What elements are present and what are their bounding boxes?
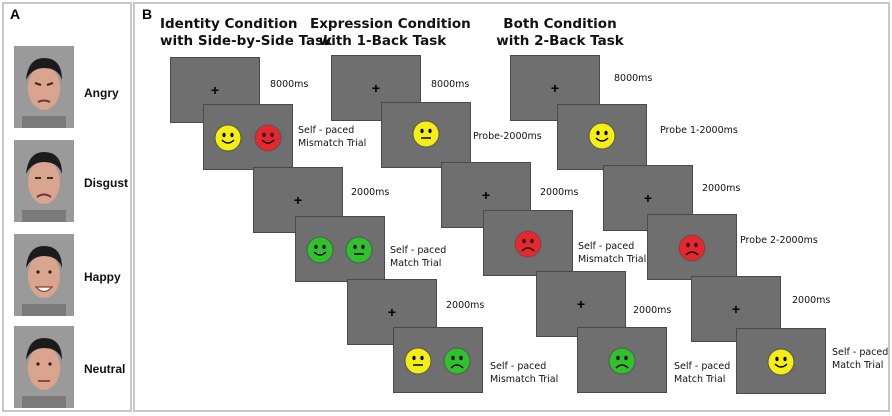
panel-a: A Angry Disgust Happy Neutral <box>2 2 132 412</box>
identity-trial-2-line2: Match Trial <box>390 258 442 269</box>
both-stimulus-screen <box>736 328 826 394</box>
identity-duration-3: 2000ms <box>446 300 485 311</box>
expression-title-line1: Expression Condition <box>310 16 471 32</box>
identity-title-line1: Identity Condition <box>160 16 298 32</box>
identity-column-title: Identity Condition with Side-by-Side Tas… <box>160 16 333 50</box>
panel-a-letter: A <box>10 6 21 22</box>
expression-trial-1-line2: Mismatch Trial <box>578 254 647 265</box>
happy-face-yellow-icon <box>588 122 616 150</box>
expression-probe-screen <box>381 102 471 168</box>
expression-title-line2: with 1-Back Task <box>318 33 447 49</box>
face-photo-angry <box>14 46 74 128</box>
identity-trial-3-line1: Self - paced <box>490 361 547 372</box>
identity-trial-3-line2: Mismatch Trial <box>490 374 559 385</box>
expression-trial-2-line1: Self - paced <box>674 361 731 372</box>
face-photo-neutral <box>14 326 74 408</box>
expression-trial-label-1: Self - paced Mismatch Trial <box>578 240 646 266</box>
fixation-cross: + <box>371 80 381 96</box>
happy-face-green-icon <box>306 236 334 264</box>
identity-trial-1-line1: Self - paced <box>298 125 355 136</box>
both-duration-1: 8000ms <box>614 73 653 84</box>
happy-face-yellow-icon <box>767 348 795 376</box>
both-trial-line1: Self - paced <box>832 347 889 358</box>
both-probe1-screen <box>557 104 647 170</box>
both-trial-label: Self - paced Match Trial <box>832 346 888 372</box>
both-probe1-label: Probe 1-2000ms <box>660 125 738 136</box>
identity-trial-label-2: Self - paced Match Trial <box>390 244 446 270</box>
identity-trial-label-3: Self - paced Mismatch Trial <box>490 360 558 386</box>
happy-face-red-icon <box>254 124 282 152</box>
neutral-face-yellow-icon <box>404 347 432 375</box>
both-duration-2: 2000ms <box>702 183 741 194</box>
sad-face-green-icon <box>443 347 471 375</box>
expression-trial-2-line2: Match Trial <box>674 374 726 385</box>
emotion-label-disgust: Disgust <box>84 176 129 190</box>
fixation-cross: + <box>293 192 303 208</box>
both-trial-line2: Match Trial <box>832 360 884 371</box>
face-photo-happy <box>14 234 74 316</box>
neutral-face-green-icon <box>345 236 373 264</box>
sad-face-red-icon <box>678 234 706 262</box>
identity-duration-1: 8000ms <box>270 79 309 90</box>
neutral-face-yellow-icon <box>412 120 440 148</box>
fixation-cross: + <box>210 82 220 98</box>
identity-duration-2: 2000ms <box>351 187 390 198</box>
expression-trial-label-2: Self - paced Match Trial <box>674 360 730 386</box>
both-fixation-screen-1: + <box>510 55 600 121</box>
emotion-label-angry: Angry <box>84 86 119 100</box>
identity-title-line2: with Side-by-Side Task <box>160 33 333 49</box>
identity-trial-2-line1: Self - paced <box>390 245 447 256</box>
fixation-cross: + <box>576 296 586 312</box>
both-duration-3: 2000ms <box>792 295 831 306</box>
fixation-cross: + <box>387 304 397 320</box>
expression-stimulus-screen-2 <box>577 327 667 393</box>
panel-b-letter: B <box>142 6 153 22</box>
both-title-line1: Both Condition <box>503 16 617 32</box>
identity-stimulus-screen-3 <box>393 327 483 393</box>
expression-duration-2: 2000ms <box>540 187 579 198</box>
identity-trial-1-line2: Mismatch Trial <box>298 138 367 149</box>
sad-face-red-icon <box>514 230 542 258</box>
expression-trial-1-line1: Self - paced <box>578 241 635 252</box>
both-title-line2: with 2-Back Task <box>496 33 624 49</box>
face-photo-disgust <box>14 140 74 222</box>
both-probe2-label: Probe 2-2000ms <box>740 235 818 246</box>
fixation-cross: + <box>731 301 741 317</box>
both-probe2-screen <box>647 214 737 280</box>
expression-duration-3: 2000ms <box>633 305 672 316</box>
fixation-cross: + <box>550 80 560 96</box>
expression-stimulus-screen-1 <box>483 210 573 276</box>
identity-stimulus-screen-2 <box>295 216 385 282</box>
happy-face-yellow-icon <box>214 124 242 152</box>
expression-column-title: Expression Condition with 1-Back Task <box>310 16 471 50</box>
identity-stimulus-screen-1 <box>203 104 293 170</box>
emotion-label-happy: Happy <box>84 270 121 284</box>
fixation-cross: + <box>643 190 653 206</box>
fixation-cross: + <box>481 187 491 203</box>
identity-trial-label-1: Self - paced Mismatch Trial <box>298 124 366 150</box>
sad-face-green-icon <box>608 347 636 375</box>
expression-duration-1: 8000ms <box>431 79 470 90</box>
both-column-title: Both Condition with 2-Back Task <box>495 16 625 50</box>
expression-probe-label: Probe-2000ms <box>473 131 542 142</box>
emotion-label-neutral: Neutral <box>84 362 126 376</box>
